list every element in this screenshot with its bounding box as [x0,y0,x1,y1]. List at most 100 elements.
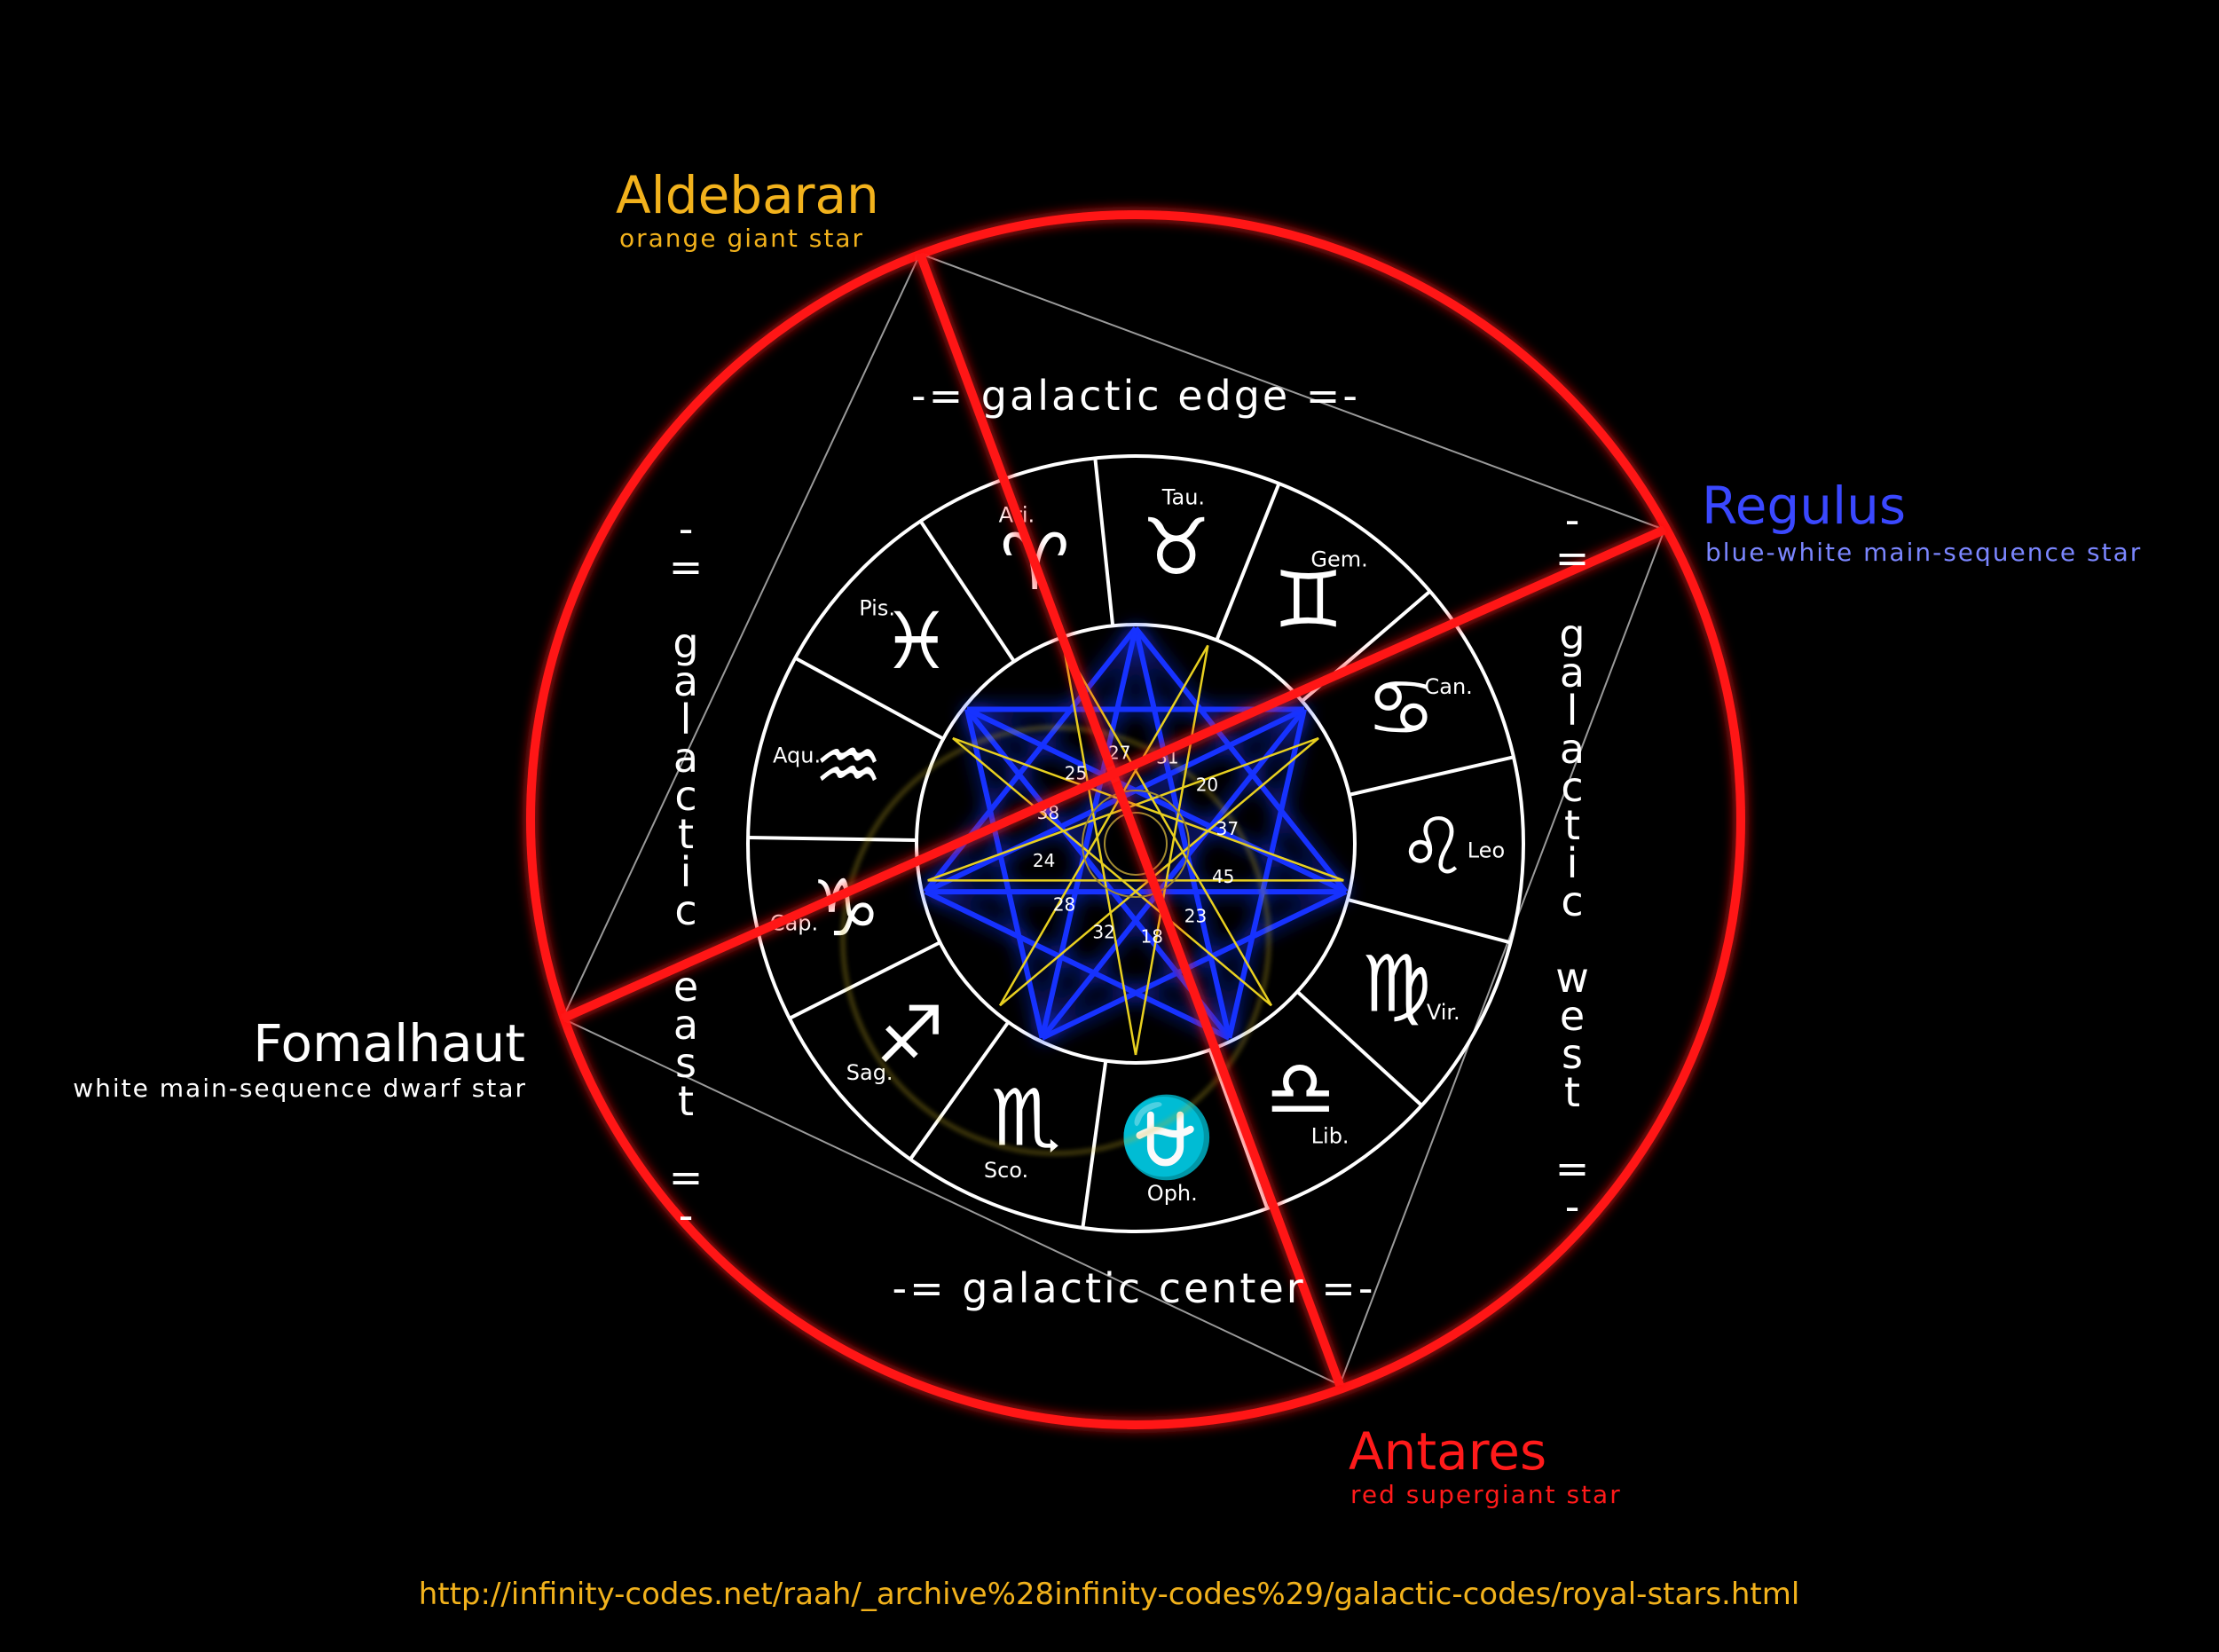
zodiac-abbr-label: Lib. [1311,1124,1349,1149]
wheel-outer-circle [746,454,1525,1233]
regulus-desc: blue-white main-sequence star [1705,538,2142,567]
vertical-label-char: - [1565,496,1580,544]
zodiac-abbr-label: Vir. [1427,1000,1460,1025]
royal-square [561,252,1666,1387]
yellow-orbit-arc [841,726,1271,1155]
vertical-label-char: - [679,1192,694,1239]
vertical-label-char: c [1561,763,1583,811]
sector-divider [909,1020,1011,1160]
vertical-label-char: l [681,696,692,743]
aldebaran-antares-axis [916,252,1344,1387]
center-ring-2 [1104,812,1168,876]
vertical-label-char: - [679,505,694,553]
zodiac-abbr-label: Tau. [1161,485,1205,510]
blue-star-line [1041,889,1348,1041]
aldebaran-desc: orange giant star [619,224,864,253]
vertical-label-char: = [669,1153,704,1201]
aldebaran-name: Aldebaran [616,165,879,225]
zodiac-glyph-icon: ♒ [814,720,884,812]
regulus-fomalhaut-axis [560,525,1667,1023]
inner-number-label: 25 [1065,763,1087,784]
sector-divider [1295,990,1423,1107]
antares-desc: red supergiant star [1350,1480,1622,1509]
zodiac-glyph-icon: ♌ [1398,800,1468,892]
vertical-label-char: - [1565,1183,1580,1231]
yellow-star-line [952,736,1344,882]
source-url[interactable]: http://infinity-codes.net/raah/_archive%… [419,1577,1800,1612]
vertical-label-char: l [1567,687,1578,735]
blue-star-line [965,706,1348,894]
inner-number-label: 24 [1033,850,1055,871]
vertical-label-char: t [678,810,694,858]
zodiac-glyph-icon: ♏ [991,1072,1061,1163]
zodiac-glyph-icon: ♍ [1362,938,1432,1029]
zodiac-glyph-icon: ♊ [1273,554,1343,645]
sector-divider [1093,458,1115,626]
sector-divider [1215,483,1281,641]
zodiac-glyph-icon: ♉ [1141,501,1211,593]
vertical-label-char: a [1560,649,1585,696]
vertical-label-char: = [669,543,704,591]
yellow-star-line [999,737,1319,1007]
zodiac-abbr-label: Can. [1425,674,1473,699]
zodiac-abbr-label: Sag. [846,1060,893,1085]
vertical-label-char: = [1555,1145,1590,1192]
zodiac-abbr-label: Pis. [859,595,895,620]
galactic-edge-label: -= galactic edge =- [911,372,1360,420]
yellow-star-line [1134,645,1209,1056]
sector-divider [1208,1049,1270,1209]
vertical-label-char: a [673,1001,698,1049]
vertical-label-char: s [1562,1030,1583,1078]
vertical-label-char: c [674,886,696,934]
inner-number-label: 28 [1053,893,1075,915]
yellow-star-line [1062,644,1273,1006]
vertical-label-char: a [673,734,698,782]
inner-number-label: 23 [1184,905,1207,926]
blue-star-line [924,706,1306,894]
vertical-label-char: t [678,1077,694,1125]
zodiac-glyph-icon: ♓ [881,595,951,687]
zodiac-glyph-icon: ♐ [875,989,945,1081]
sector-divider [748,835,917,843]
sector-divider [918,520,1016,663]
sector-divider [1081,1060,1108,1229]
yellow-star-line [952,737,1272,1007]
blue-star-line [1226,708,1307,1039]
blue-star-line [1039,627,1138,1039]
sector-divider [788,940,941,1020]
inner-number-label: 18 [1141,925,1163,947]
sector-divider [1349,755,1515,797]
vertical-label-char: w [1555,954,1589,1002]
antares-name: Antares [1349,1421,1546,1482]
zodiac-abbr-label: Leo [1468,838,1505,862]
vertical-label-char: e [673,963,698,1011]
vertical-label-char: a [1560,725,1585,773]
sector-divider [794,656,945,741]
outer-red-ring [526,210,1745,1429]
zodiac-glyph-icon: ♋ [1366,662,1436,753]
blue-star-line [1133,627,1232,1039]
zodiac-glyph-icon: ♎ [1265,1043,1335,1135]
center-ring-1 [1082,790,1190,898]
regulus-name: Regulus [1702,476,1906,536]
sector-divider [1347,898,1512,945]
zodiac-abbr-label: Oph. [1147,1181,1198,1206]
blue-star-line [964,707,1231,1040]
blue-star-line [1133,626,1349,893]
galactic-center-label: -= galactic center =- [893,1264,1376,1312]
vertical-label-char: c [674,772,696,820]
zodiac-abbr-label: Aqu. [773,743,821,767]
vertical-label-char: e [1560,992,1585,1040]
fomalhaut-desc: white main-sequence dwarf star [73,1074,527,1103]
inner-number-label: 45 [1212,866,1234,887]
vertical-label-char: t [1564,1068,1580,1116]
vertical-label-char: = [1555,534,1590,582]
fomalhaut-name: Fomalhaut [253,1013,525,1074]
inner-number-label: 32 [1092,922,1114,943]
yellow-star-line [1062,645,1137,1056]
vertical-label-char: t [1564,801,1580,849]
